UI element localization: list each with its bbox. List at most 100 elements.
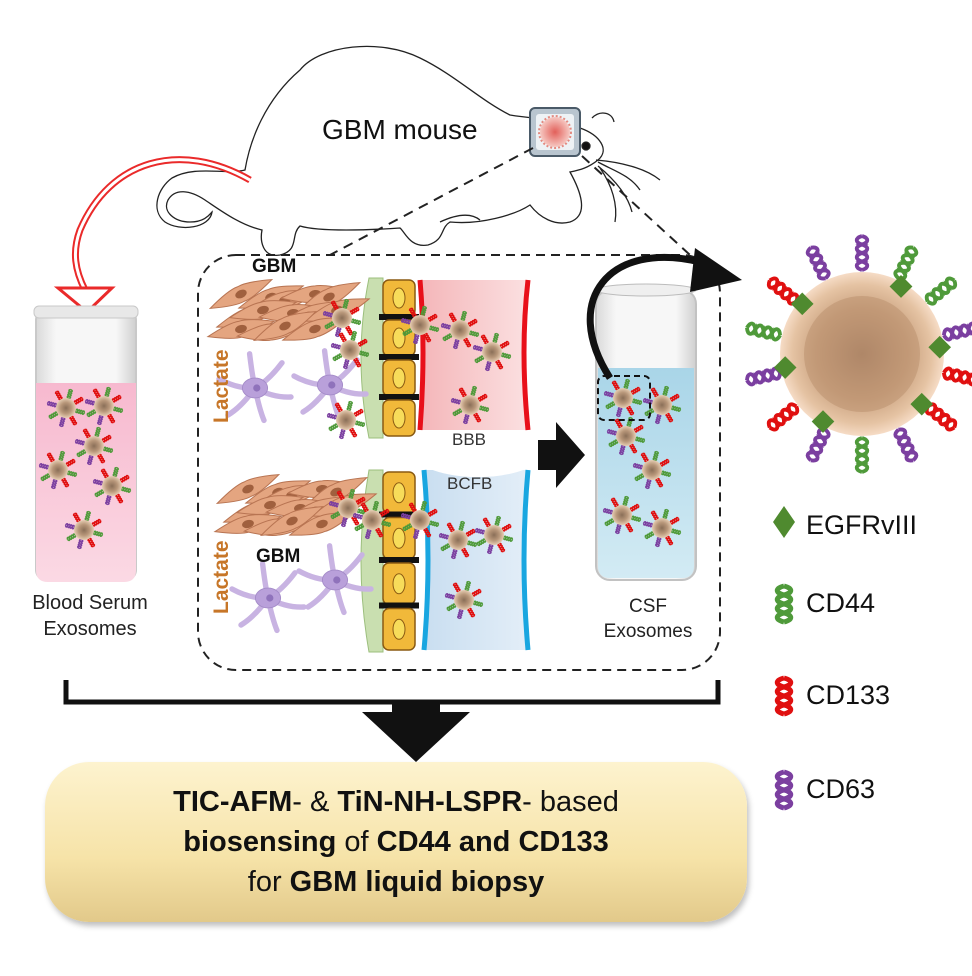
protein-helix-icon [477,393,488,402]
protein-helix-icon [466,540,478,547]
endothelial-cells [360,277,419,653]
protein-helix-icon [650,510,659,521]
protein-helix-icon [448,312,457,323]
protein-helix-icon [358,350,370,357]
gbm-tumor-cell [213,514,283,534]
protein-helix-icon [470,385,477,397]
result-line3: for GBM liquid biopsy [247,866,545,898]
protein-helix-icon [343,358,350,370]
brain-panel-frame [197,254,721,671]
protein-helix-icon [51,478,58,490]
protein-helix-icon [766,276,800,306]
serum-caption-line1: Blood Serum [32,592,148,614]
protein-helix-icon [87,454,94,466]
protein-helix-icon [670,528,682,535]
protein-helix-icon [854,436,870,474]
exosome-icon [38,450,78,490]
protein-helix-icon [473,412,482,423]
protein-helix-icon [665,412,674,423]
protein-helix-icon [608,439,619,448]
protein-helix-icon [64,523,76,530]
exosome-icon [632,450,672,490]
protein-helix-icon [774,583,794,625]
protein-helix-icon [500,352,512,359]
protein-helix-icon [497,542,506,553]
protein-helix-icon [74,408,86,415]
protein-helix-icon [606,429,618,436]
protein-helix-icon [66,388,73,400]
gbm-tumor-cell [206,319,276,339]
protein-helix-icon [335,326,342,338]
protein-helix-icon [84,510,91,522]
protein-helix-icon [501,523,512,532]
protein-helix-icon [353,357,362,368]
lactate-label-top: Lactate [210,349,233,423]
protein-helix-icon [372,500,379,512]
protein-helix-icon [941,321,972,342]
protein-helix-icon [461,547,470,558]
protein-helix-icon [97,414,104,426]
protein-helix-icon [74,439,86,446]
csf-caption-line1: CSF [629,596,667,617]
transfer-arrow [538,422,585,488]
protein-helix-icon [400,513,412,520]
protein-helix-icon [650,387,659,398]
exosome-icon [606,416,646,456]
protein-helix-icon [48,411,59,420]
exosome-icon [326,400,366,440]
protein-helix-icon [357,338,368,347]
protein-helix-icon [84,399,96,406]
protein-helix-icon [420,500,427,512]
protein-helix-icon [59,416,66,428]
protein-helix-icon [111,394,122,403]
protein-helix-icon [619,444,626,456]
protein-helix-icon [104,386,111,398]
protein-helix-icon [94,489,105,498]
protein-helix-icon [472,600,484,607]
bcfb-label: BCFB [447,474,493,493]
protein-helix-icon [623,378,630,390]
protein-helix-icon [332,353,343,362]
protein-helix-icon [774,675,794,717]
tumor-inset-icon [529,107,581,157]
protein-helix-icon [346,400,353,412]
protein-helix-icon [471,588,482,597]
protein-helix-icon [360,502,369,513]
protein-helix-icon [375,527,384,538]
protein-helix-icon [452,408,463,417]
exosome-icon [400,500,440,540]
egfrviii-marker-icon [790,292,814,316]
protein-helix-icon [402,523,413,532]
protein-helix-icon [745,366,783,387]
gbm-label-top: GBM [252,256,297,277]
protein-helix-icon [603,391,615,398]
mouse-label: GBM mouse [322,114,478,145]
protein-helix-icon [352,513,364,520]
protein-helix-icon [468,330,480,337]
protein-helix-icon [463,413,470,425]
exosome-icon [603,378,643,418]
protein-helix-icon [92,479,104,486]
protein-helix-icon [610,497,619,508]
exosome-icon [472,332,512,372]
protein-helix-icon [338,332,347,343]
gbm-label-bottom: GBM [256,546,301,567]
protein-helix-icon [66,470,78,477]
protein-helix-icon [805,427,831,463]
protein-helix-icon [408,502,417,513]
protein-helix-icon [324,321,335,330]
protein-helix-icon [348,488,355,500]
exosome-icon [450,385,490,425]
legend-cd63: CD63 [806,774,876,804]
protein-helix-icon [334,402,343,413]
protein-helix-icon [615,523,622,535]
protein-helix-icon [91,518,102,527]
exosome-icon [328,488,368,528]
protein-helix-icon [655,477,664,488]
astrocyte-cell [216,351,294,424]
protein-helix-icon [100,468,109,479]
legend-cd44: CD44 [806,588,876,618]
protein-helix-icon [112,406,124,413]
